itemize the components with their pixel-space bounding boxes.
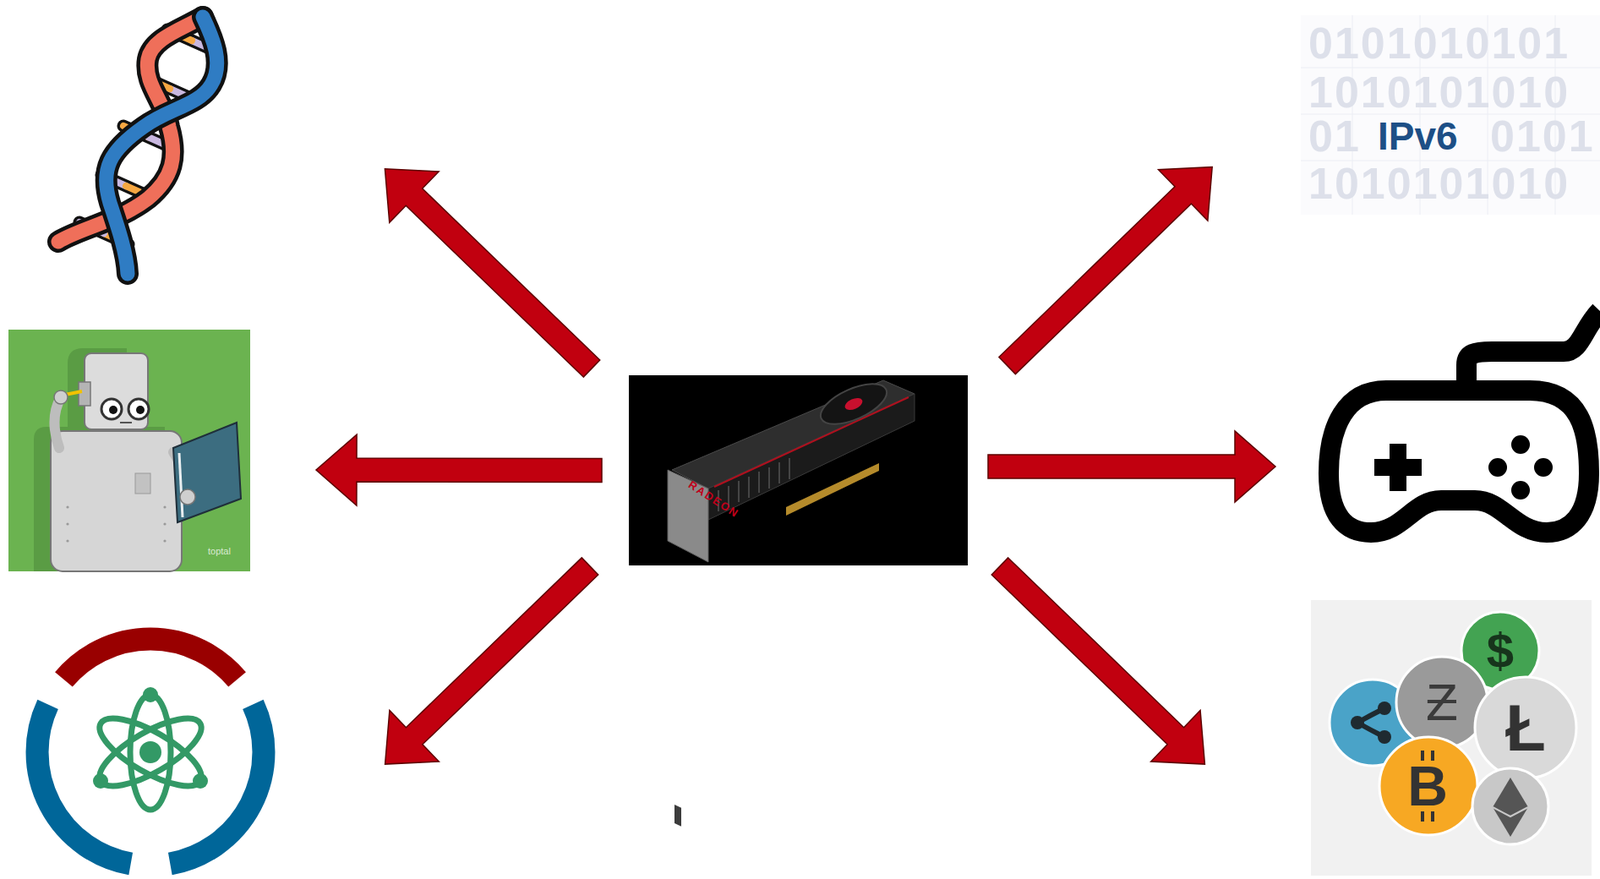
coin-symbol: Ƶ: [1425, 676, 1459, 729]
arrow-connector: [999, 167, 1213, 375]
brand-text: RADEON: [686, 479, 741, 520]
robot-image: toptal: [8, 329, 251, 572]
arrow: [360, 540, 615, 791]
binary-grid: [1300, 15, 1600, 215]
dna-icon: [58, 16, 218, 274]
protocol-name: IPv6: [1377, 116, 1459, 156]
atom-logo: [37, 638, 264, 864]
coin-symbol: Ł: [1505, 694, 1546, 761]
arrow-connector: [316, 434, 602, 506]
arrow: [360, 143, 617, 395]
arrow: [988, 431, 1276, 503]
binary-box: 0101010101101010101001IPv601011010101010: [1300, 15, 1600, 215]
arrow: [975, 540, 1230, 791]
binary-row: 1010101010: [1308, 70, 1570, 115]
binary-row: 01: [1308, 114, 1361, 159]
coin-symbol: B: [1407, 758, 1448, 814]
binary-row: 0101: [1490, 114, 1595, 159]
binary-row: 0101010101: [1308, 21, 1570, 66]
watermark: toptal: [207, 546, 231, 557]
coin-symbol: $: [1486, 626, 1514, 676]
game-controller: [1328, 311, 1600, 533]
crypto-coins: [1310, 600, 1592, 876]
gpu-image: RADEON: [628, 375, 968, 566]
arrows: [360, 143, 1276, 791]
binary-row: 1010101010: [1308, 161, 1570, 206]
